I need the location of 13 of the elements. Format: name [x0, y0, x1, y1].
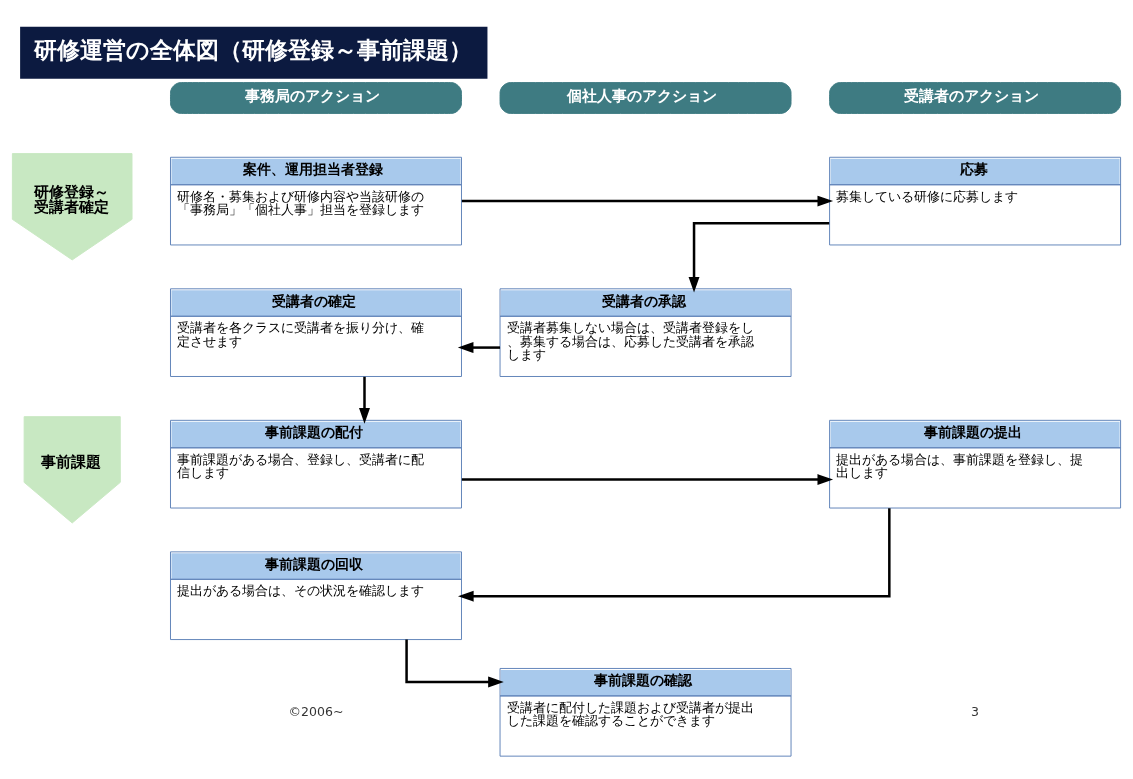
- arrow: [457, 342, 501, 354]
- node-box: 事務局のアクション: [170, 82, 462, 114]
- diagram-title: 研修運営の全体図（研修登録～事前課題）: [34, 36, 473, 63]
- node-box: 受講者のアクション: [829, 82, 1122, 114]
- arrow: [688, 222, 830, 293]
- label: 3: [971, 703, 980, 719]
- arrow: [405, 639, 504, 688]
- arrow: [458, 508, 891, 602]
- arrow: [359, 376, 370, 424]
- arrow: [461, 474, 834, 486]
- node-box: 個社人事のアクション: [499, 82, 792, 114]
- label: ©2006~: [288, 703, 344, 719]
- arrow: [461, 195, 834, 207]
